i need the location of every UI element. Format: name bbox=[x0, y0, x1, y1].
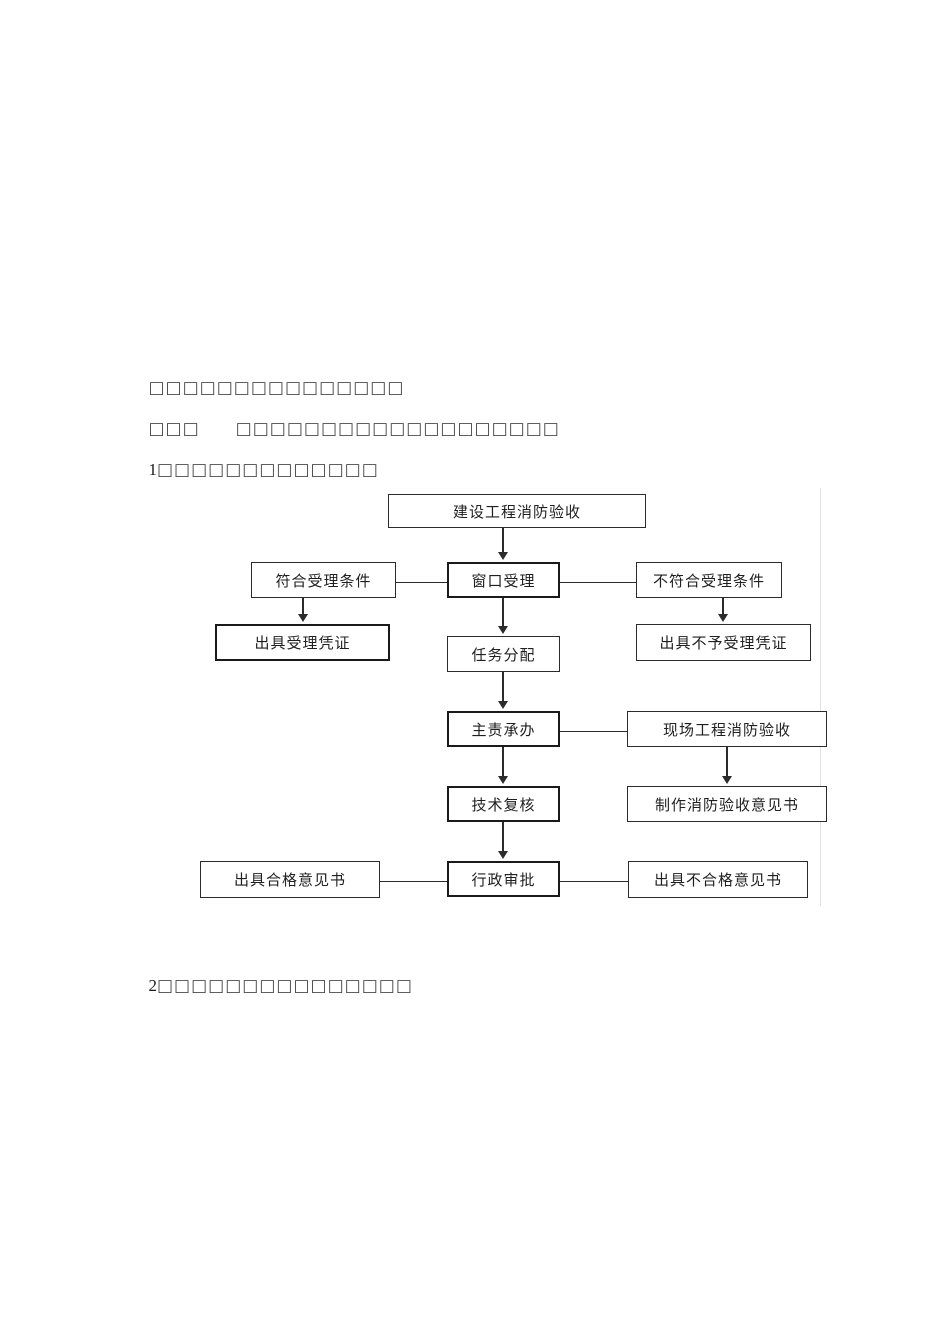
arrowhead-n6-to-n8 bbox=[498, 701, 508, 709]
flow-node-issue-qualified-opinion[interactable]: 出具合格意见书 bbox=[200, 861, 380, 898]
arrowhead-n8-to-n10 bbox=[498, 776, 508, 784]
flowchart-canvas-right-edge bbox=[820, 488, 821, 906]
connector-n3-to-n4 bbox=[560, 582, 636, 583]
arrowhead-n1-to-n3 bbox=[498, 552, 508, 560]
connector-n4-to-n7 bbox=[722, 598, 724, 616]
flow-node-administrative-approval[interactable]: 行政审批 bbox=[447, 861, 560, 897]
arrowhead-n4-to-n7 bbox=[718, 614, 728, 622]
flow-node-not-meets-acceptance-conditions[interactable]: 不符合受理条件 bbox=[636, 562, 782, 598]
flow-node-primary-responsibility-handling[interactable]: 主责承办 bbox=[447, 711, 560, 747]
flow-node-produce-fire-acceptance-opinion[interactable]: 制作消防验收意见书 bbox=[627, 786, 827, 822]
connector-n1-to-n3 bbox=[502, 528, 504, 554]
connector-n8-to-n10 bbox=[502, 747, 504, 778]
connector-n8-to-n9 bbox=[560, 731, 627, 732]
arrowhead-n2-to-n5 bbox=[298, 614, 308, 622]
flow-node-issue-non-acceptance-certificate[interactable]: 出具不予受理凭证 bbox=[636, 624, 811, 661]
connector-n12-to-n13 bbox=[380, 881, 447, 882]
flow-node-task-assignment[interactable]: 任务分配 bbox=[447, 636, 560, 672]
connector-n10-to-n13 bbox=[502, 822, 504, 853]
flow-node-window-acceptance[interactable]: 窗口受理 bbox=[447, 562, 560, 598]
connector-n3-to-n6 bbox=[502, 598, 504, 628]
connector-n13-to-n14 bbox=[560, 881, 628, 882]
flow-node-technical-review[interactable]: 技术复核 bbox=[447, 786, 560, 822]
arrowhead-n10-to-n13 bbox=[498, 851, 508, 859]
body-line-3-text: □□□□□□□□□□□□□ bbox=[157, 460, 379, 480]
flow-node-issue-acceptance-certificate[interactable]: 出具受理凭证 bbox=[215, 624, 390, 661]
body-line-4-number: 2 bbox=[148, 976, 158, 995]
flow-node-issue-unqualified-opinion[interactable]: 出具不合格意见书 bbox=[628, 861, 808, 898]
arrowhead-n3-to-n6 bbox=[498, 626, 508, 634]
body-line-1: □□□□□□□□□□□□□□□ bbox=[139, 362, 404, 397]
connector-n2-to-n3 bbox=[396, 582, 447, 583]
body-line-3-number: 1 bbox=[148, 460, 158, 479]
connector-n6-to-n8 bbox=[502, 672, 504, 703]
body-line-4: 2□□□□□□□□□□□□□□□ bbox=[139, 960, 413, 995]
body-line-1-text: □□□□□□□□□□□□□□□ bbox=[148, 378, 405, 398]
flow-node-onsite-project-fire-acceptance[interactable]: 现场工程消防验收 bbox=[627, 711, 827, 747]
flow-node-meets-acceptance-conditions[interactable]: 符合受理条件 bbox=[251, 562, 396, 598]
flow-node-construction-fire-acceptance[interactable]: 建设工程消防验收 bbox=[388, 494, 646, 528]
body-line-2-text: □□□ □□□□□□□□□□□□□□□□□□□ bbox=[148, 419, 560, 439]
connector-n9-to-n11 bbox=[726, 747, 728, 778]
body-line-3: 1□□□□□□□□□□□□□ bbox=[139, 444, 379, 479]
connector-n2-to-n5 bbox=[302, 598, 304, 616]
body-line-2: □□□ □□□□□□□□□□□□□□□□□□□ bbox=[139, 403, 560, 438]
arrowhead-n9-to-n11 bbox=[722, 776, 732, 784]
body-line-4-text: □□□□□□□□□□□□□□□ bbox=[157, 976, 413, 996]
